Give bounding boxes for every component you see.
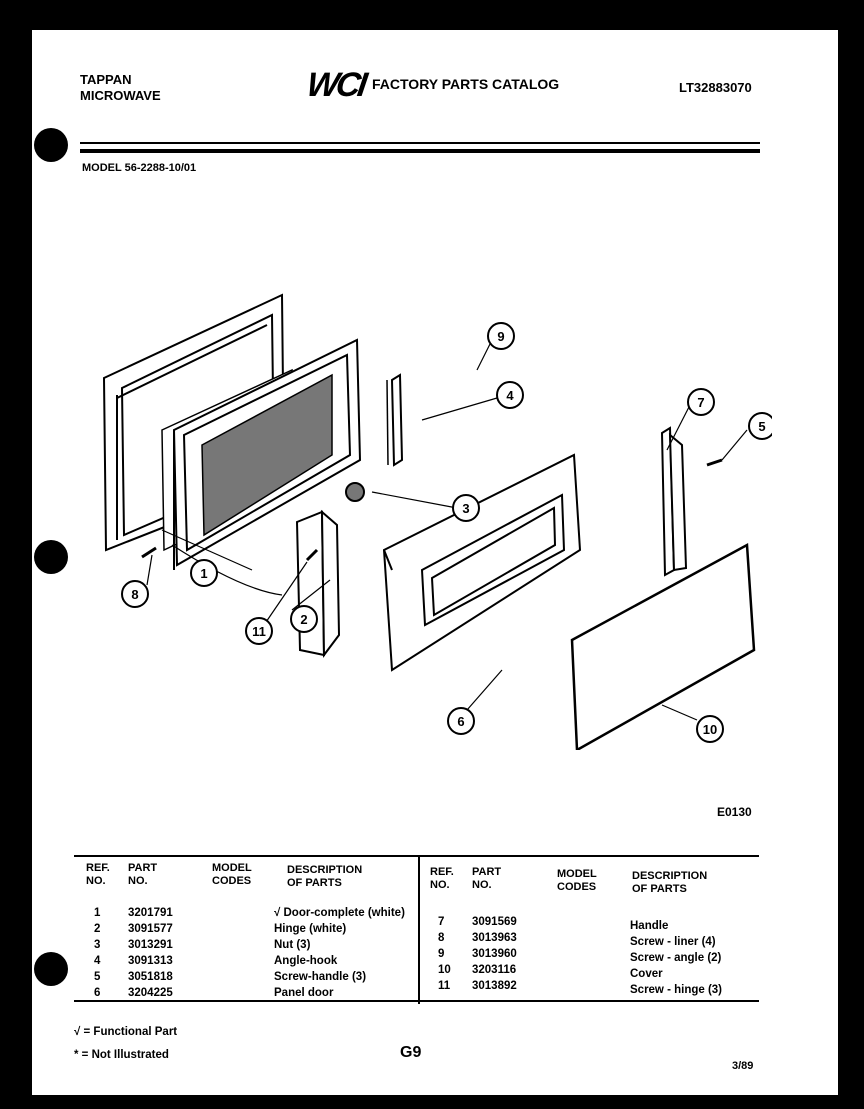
catalog-title: FACTORY PARTS CATALOG [372, 76, 560, 92]
callout-label: 10 [703, 722, 717, 737]
nut-part [345, 482, 365, 502]
callout-label: 6 [457, 714, 464, 729]
hinge-screw-part [305, 548, 319, 562]
inner-door-mesh-part [172, 338, 362, 570]
wci-logo: WCI [304, 66, 367, 104]
handle-screw-part [706, 458, 723, 467]
handle-part [660, 426, 688, 577]
left-description-column: √ Door-complete (white) Hinge (white) Nu… [274, 907, 405, 999]
brand-name: TAPPAN [80, 72, 132, 87]
callout-10 [696, 715, 724, 743]
callout-4 [496, 381, 524, 409]
exploded-parts-diagram: 9 4 3 7 5 1 8 2 11 6 10 [102, 293, 772, 750]
callout-label: 2 [300, 612, 307, 627]
header-ref-no: REF.NO. [86, 862, 110, 887]
callout-2 [290, 605, 318, 633]
callout-6 [447, 707, 475, 735]
binder-hole [34, 540, 68, 574]
document-id: LT32883070 [679, 80, 752, 95]
catalog-sheet: TAPPAN MICROWAVE WCI FACTORY PARTS CATAL… [32, 30, 838, 1095]
callout-label: 5 [758, 419, 765, 434]
product-type: MICROWAVE [80, 88, 161, 103]
table-column-divider [418, 856, 420, 1004]
callout-11 [245, 617, 273, 645]
callout-7 [687, 388, 715, 416]
callout-label: 7 [697, 395, 704, 410]
callout-label: 11 [252, 624, 266, 639]
callout-9 [487, 322, 515, 350]
table-top-rule [74, 855, 759, 857]
panel-door-part [382, 453, 582, 672]
model-number: MODEL 56-2288-10/01 [82, 162, 197, 174]
callout-8 [121, 580, 149, 608]
page-number: G9 [400, 1044, 422, 1061]
legend-functional-part: √ = Functional Part [74, 1026, 178, 1038]
brand-header: TAPPAN MICROWAVE [80, 72, 161, 104]
callout-label: 4 [506, 388, 514, 403]
callout-label: 1 [200, 566, 207, 581]
header-rule-thick [80, 149, 760, 153]
liner-screw-part [141, 546, 157, 559]
callout-5 [748, 412, 772, 440]
callout-label: 3 [462, 501, 469, 516]
diagram-code: E0130 [717, 805, 752, 819]
revision-date: 3/89 [732, 1060, 754, 1072]
header-rule-thin [80, 142, 760, 144]
hinge-part [295, 509, 341, 658]
callout-label: 9 [497, 329, 504, 344]
angle-hook-part [386, 373, 404, 467]
header-ref-no-right: REF.NO. [430, 866, 454, 891]
binder-hole [34, 128, 68, 162]
callout-1 [190, 559, 218, 587]
cover-part [570, 542, 756, 750]
legend-not-illustrated: * = Not Illustrated [74, 1049, 169, 1061]
binder-hole [34, 952, 68, 986]
callout-label: 8 [131, 587, 138, 602]
callout-3 [452, 494, 480, 522]
table-bottom-rule [74, 1000, 759, 1002]
